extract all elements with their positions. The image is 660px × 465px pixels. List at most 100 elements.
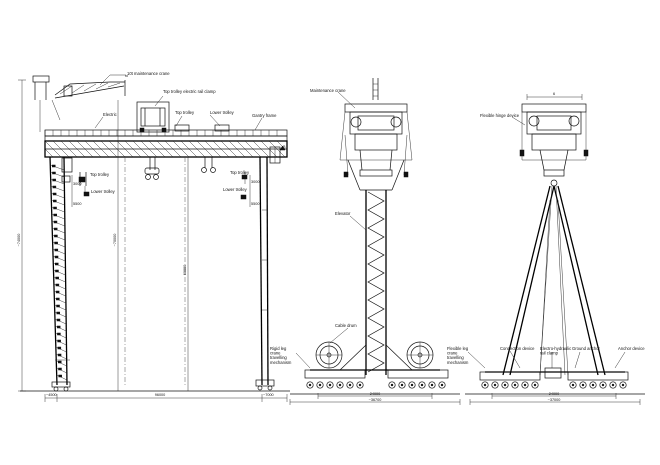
- truss-member: [60, 140, 70, 150]
- right-dimensions: [469, 393, 641, 405]
- bogie-wheel: [511, 381, 519, 389]
- truss-member: [260, 140, 270, 150]
- ladder-platform: [55, 290, 60, 294]
- label-maintenance-crane-top: 10t maintenance crane: [127, 71, 170, 76]
- truss-member: [244, 140, 254, 150]
- truss-member: [172, 140, 182, 150]
- bogie-wheel: [579, 381, 587, 389]
- bogie-wheel: [398, 381, 406, 389]
- ladder-platform: [58, 360, 62, 364]
- elevator-mast: [365, 190, 387, 375]
- label-cable-drum: Cable drum: [335, 323, 357, 328]
- label-lower-trolley: Lower trolley: [210, 110, 235, 115]
- truss-member: [212, 140, 222, 150]
- label-connection-device: Connection device: [500, 346, 535, 351]
- dim-mid-wheelbase: 24000: [370, 392, 381, 396]
- flexible-leg-a-frame: [502, 185, 606, 376]
- rigid-leg-head: [339, 103, 413, 191]
- wheel-hub: [503, 383, 507, 387]
- label-gantry-frame: Gantry frame: [252, 113, 277, 118]
- flexible-leg-side-view: 6: [447, 92, 645, 405]
- ladder-platform: [57, 346, 62, 350]
- truss-member: [252, 140, 262, 150]
- truss-member: [228, 140, 238, 150]
- ladder-platform: [56, 325, 61, 329]
- truss-member: [220, 140, 230, 150]
- ladder-platform: [55, 262, 59, 266]
- rigid-leg-base: [304, 344, 449, 389]
- bogie-wheel: [521, 381, 529, 389]
- truss-member: [268, 140, 278, 150]
- truss-member: [84, 140, 94, 150]
- top-trolley-assembly: [136, 101, 170, 133]
- truss-member: [180, 140, 190, 150]
- bogie-wheel: [491, 381, 499, 389]
- bogie-wheel: [418, 381, 426, 389]
- ladder-platform: [54, 255, 59, 259]
- dim-left-overhang: ~4500: [46, 393, 57, 397]
- wheel-hub: [601, 383, 605, 387]
- right-leaders: [467, 116, 626, 369]
- bogie-wheel: [438, 381, 446, 389]
- bogie-wheel: [356, 381, 364, 389]
- ladder-platform: [53, 227, 58, 231]
- ladder-platform: [58, 374, 62, 378]
- truss-member: [140, 140, 150, 150]
- truss-member: [124, 140, 134, 150]
- ladder-platform: [57, 332, 61, 336]
- ladder-rung: [56, 360, 67, 367]
- dim-right-overhang: ~7000: [263, 393, 274, 397]
- dim-mid-overall: ~36700: [369, 398, 382, 402]
- ladder-platform: [55, 276, 59, 280]
- ladder-platform: [56, 311, 61, 315]
- ladder-platform: [52, 185, 57, 189]
- ladder-rung: [55, 332, 67, 339]
- wheel-hub: [308, 383, 312, 387]
- mid-dimensions: [289, 393, 461, 405]
- wheel-hub: [420, 383, 424, 387]
- truss-member: [236, 148, 246, 158]
- bogie-wheel: [481, 381, 489, 389]
- truss-member: [132, 148, 142, 158]
- flexible-leg-head: [519, 103, 589, 187]
- label-lower-trolley-right: Lower trolley: [223, 187, 248, 192]
- ladder-platform: [54, 248, 59, 252]
- truss-member: [116, 148, 126, 158]
- ladder-platform: [55, 283, 60, 287]
- bogie-wheel: [306, 381, 314, 389]
- truss-member: [68, 148, 78, 158]
- bogie-wheel: [336, 381, 344, 389]
- mid-leaders: [295, 91, 367, 369]
- truss-member: [124, 148, 134, 158]
- bogie-wheel: [388, 381, 396, 389]
- bogie-wheel: [589, 381, 597, 389]
- truss-member: [244, 148, 254, 158]
- top-maintenance-crane: [32, 75, 128, 132]
- ladder-rung: [54, 304, 67, 311]
- wheel-hub: [390, 383, 394, 387]
- dim-height-mid: ~70000: [113, 234, 117, 247]
- dim-height-lift: 60000: [183, 265, 187, 276]
- ladder-platform: [53, 199, 57, 203]
- wheel-hub: [430, 383, 434, 387]
- wheel-hub: [571, 383, 575, 387]
- bogie-wheel: [501, 381, 509, 389]
- ladder-platform: [57, 339, 61, 343]
- truss-member: [228, 148, 238, 158]
- flexible-leg-base: [479, 367, 629, 389]
- truss-member: [44, 148, 54, 158]
- dim-left-hook-low: 5500: [73, 202, 81, 206]
- wheel-hub: [358, 383, 362, 387]
- bogie-wheel: [619, 381, 627, 389]
- wheel-hub: [348, 383, 352, 387]
- dim-right-wheelbase: 24000: [549, 392, 560, 396]
- wheel-hub: [591, 383, 595, 387]
- truss-member: [68, 140, 78, 150]
- dim-main-span: 96000: [155, 393, 166, 397]
- truss-member: [148, 140, 158, 150]
- ladder-platform: [54, 241, 58, 245]
